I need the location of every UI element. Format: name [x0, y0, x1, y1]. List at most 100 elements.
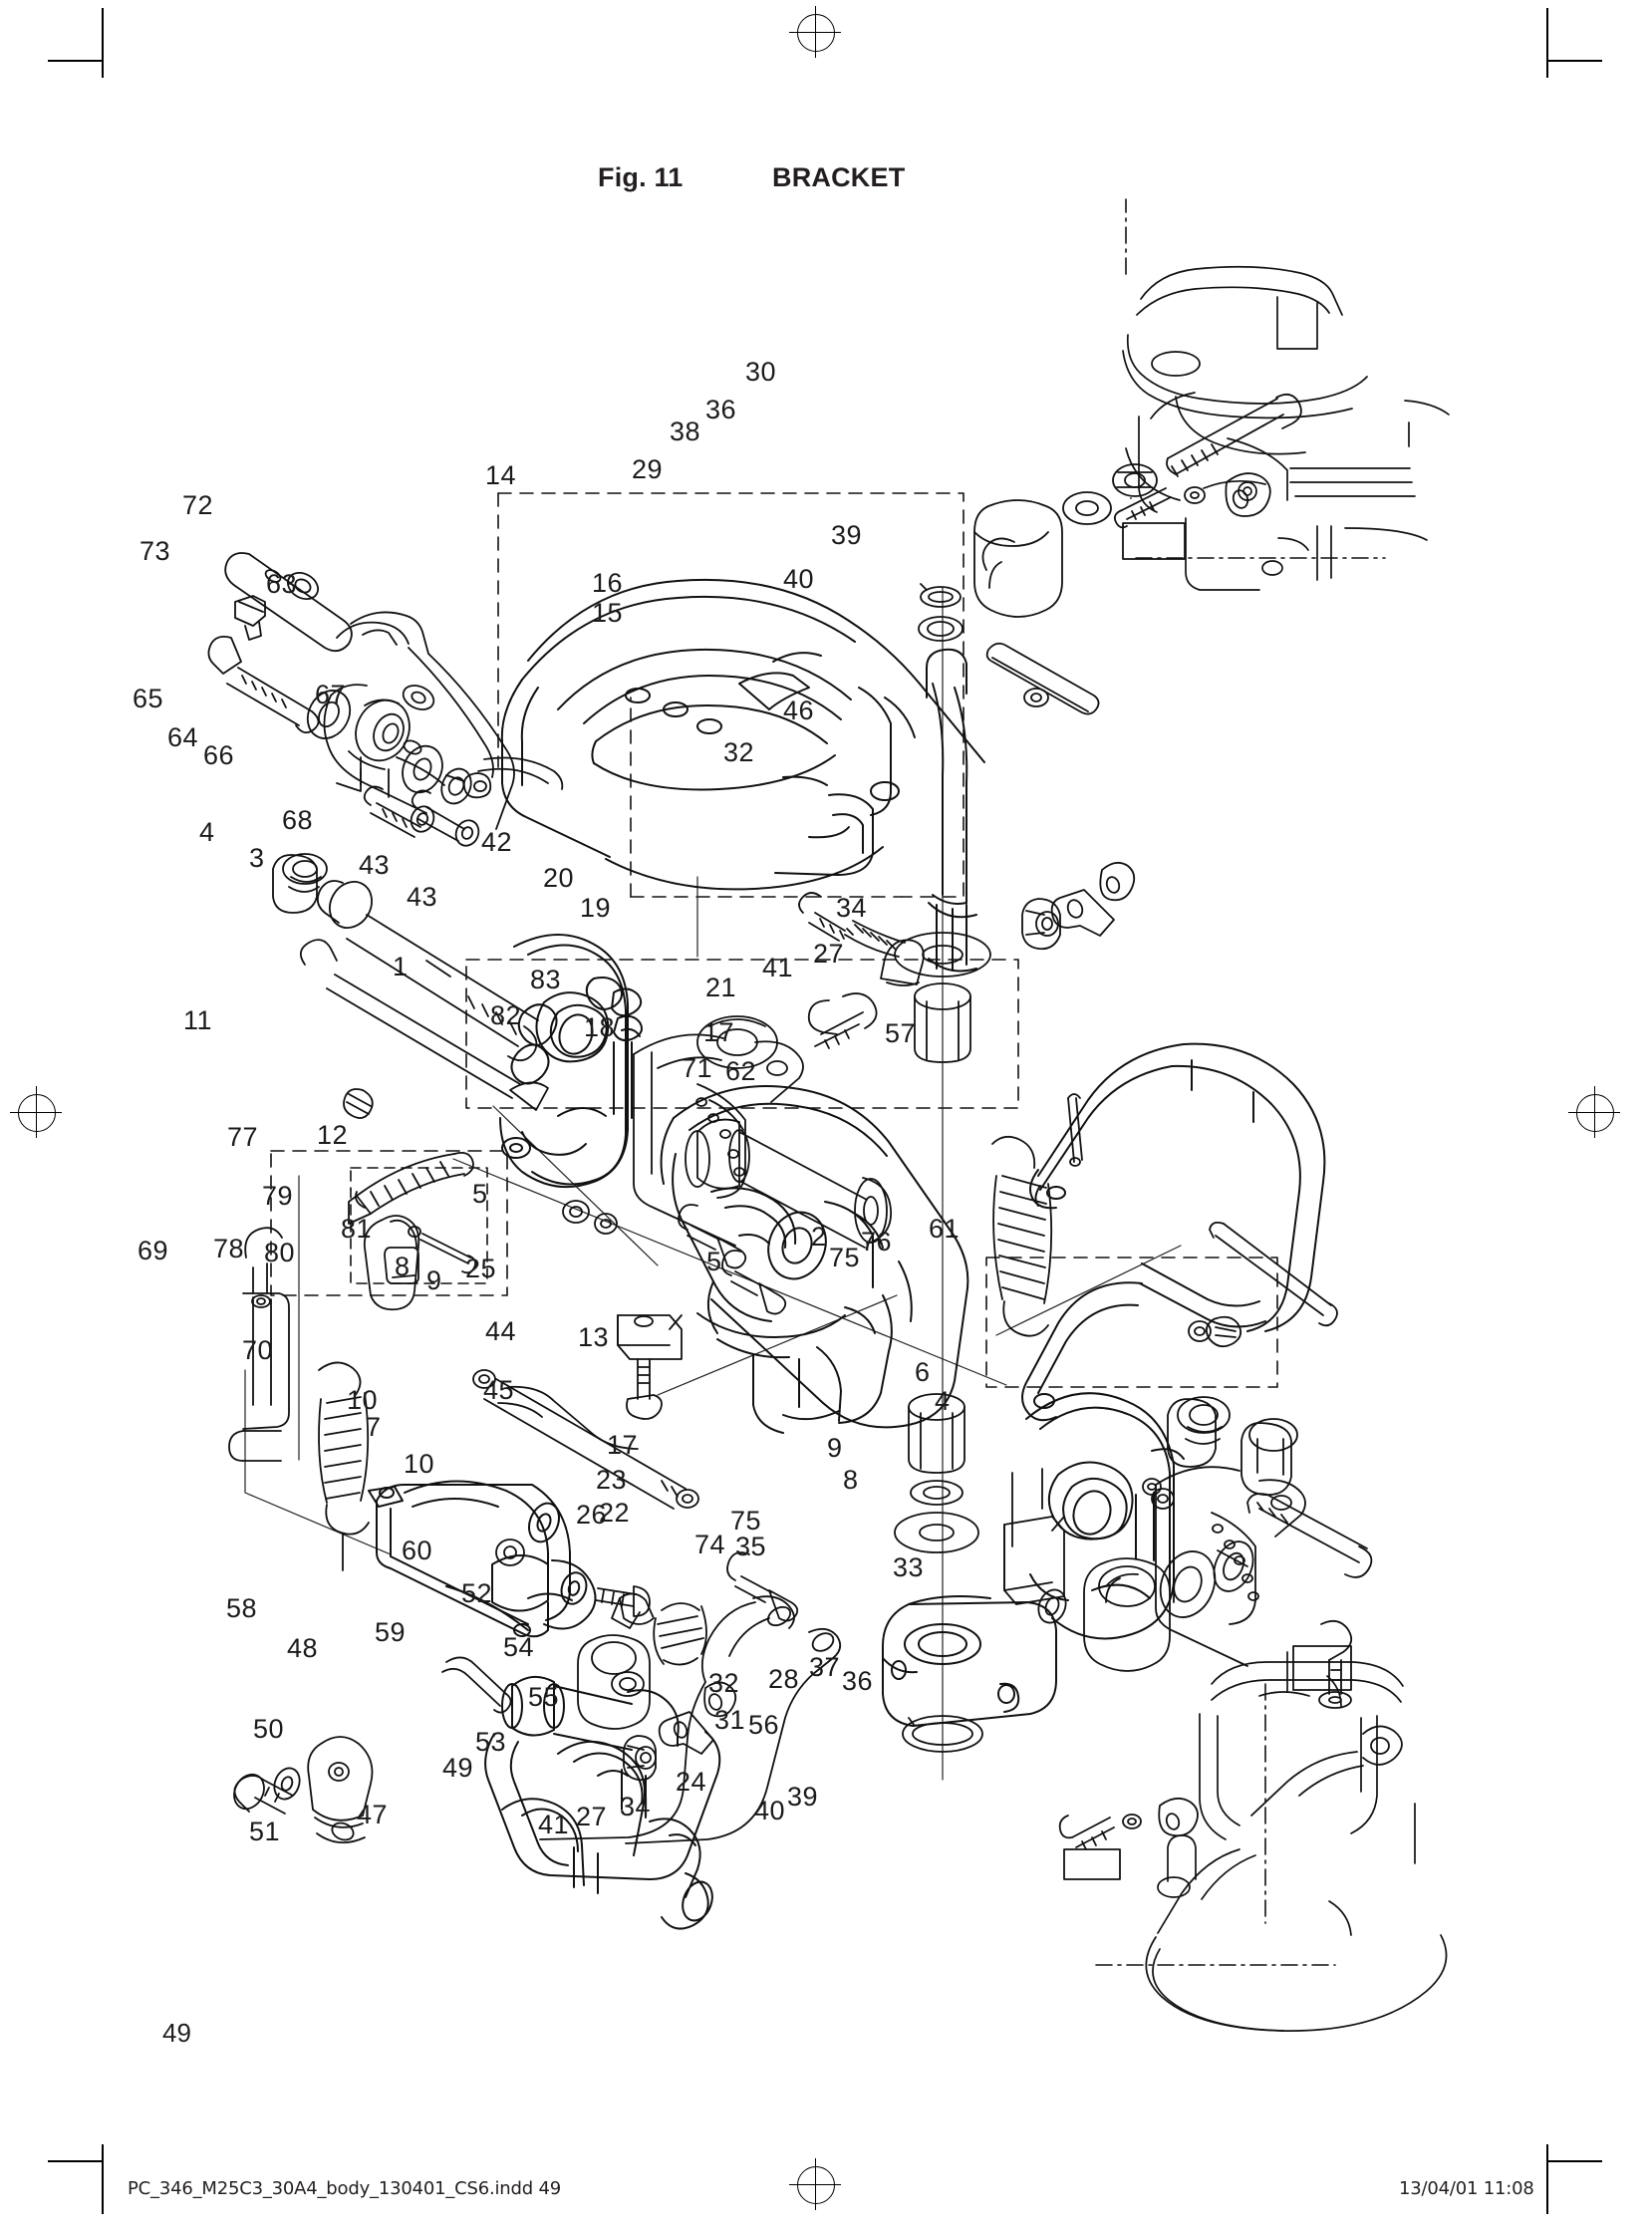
washer-43a — [410, 805, 435, 833]
clamp-bracket-2 — [1025, 1392, 1185, 1640]
callout-16: 16 — [592, 568, 624, 598]
block-44 — [617, 1314, 683, 1360]
bolt-3 — [316, 880, 539, 1062]
callout-24: 24 — [676, 1767, 707, 1797]
callout-15: 15 — [592, 598, 624, 628]
callout-49: 49 — [442, 1753, 474, 1783]
pin-81 — [419, 1233, 477, 1274]
callout-26: 26 — [576, 1500, 608, 1530]
pin-62 — [1067, 1093, 1083, 1167]
callout-41: 41 — [538, 1810, 570, 1839]
callout-22: 22 — [599, 1498, 631, 1528]
washer-21 — [894, 932, 991, 978]
page-number: 49 — [162, 2018, 191, 2048]
washer-40b — [1184, 486, 1206, 504]
bushing-49 — [577, 1634, 651, 1730]
nut-4-left — [272, 853, 328, 914]
washer-22 — [894, 1512, 979, 1553]
callout-75: 75 — [730, 1506, 762, 1536]
registration-mark-top — [789, 6, 841, 58]
callout-34: 34 — [620, 1792, 652, 1821]
link-72 — [224, 552, 353, 653]
plate-39 — [1225, 472, 1271, 517]
rod-61 — [1209, 1221, 1338, 1327]
rubber-mount-29 — [973, 499, 1063, 618]
callout-19: 19 — [580, 893, 612, 923]
callout-25: 25 — [465, 1254, 497, 1283]
callout-43: 43 — [359, 850, 391, 880]
callout-36: 36 — [705, 395, 737, 424]
callout-7: 7 — [366, 1412, 382, 1442]
callout-43: 43 — [407, 882, 438, 912]
block-35 — [1003, 1516, 1065, 1605]
washer-40-lower — [1122, 1814, 1142, 1829]
rod-46 — [985, 642, 1100, 715]
callout-61: 61 — [929, 1214, 961, 1244]
callout-30: 30 — [745, 357, 777, 387]
callout-66: 66 — [203, 740, 235, 770]
crop-mark-bottom-left — [48, 2144, 104, 2214]
group-box-78 — [350, 1167, 488, 1284]
rod-7 — [483, 1378, 687, 1510]
cable-54-55 — [539, 1595, 842, 1844]
cowl-fragment-top-right — [1122, 265, 1450, 591]
callout-70: 70 — [242, 1335, 274, 1365]
callout-68: 68 — [282, 805, 314, 835]
callout-72: 72 — [182, 490, 214, 520]
clip-53 — [611, 1592, 655, 1629]
callout-9: 9 — [827, 1433, 843, 1463]
key-18 — [880, 939, 925, 986]
callout-53: 53 — [475, 1727, 507, 1757]
bolt-30 — [1166, 393, 1302, 477]
frame-58 — [368, 1480, 597, 1638]
callout-75: 75 — [829, 1243, 861, 1272]
callout-40: 40 — [754, 1796, 786, 1825]
housing-31 — [882, 1595, 1057, 1727]
callout-2: 2 — [811, 1222, 827, 1252]
group-box-82-83 — [465, 959, 1019, 1109]
nut-9-right-b — [1142, 1478, 1162, 1496]
figure-title: BRACKET — [772, 162, 906, 192]
callout-17: 17 — [703, 1017, 735, 1047]
spring-52 — [653, 1602, 707, 1666]
callout-65: 65 — [133, 684, 164, 713]
callout-33: 33 — [893, 1552, 925, 1582]
callout-39: 39 — [831, 520, 863, 550]
callout-29: 29 — [632, 454, 664, 484]
bolt-33 — [1246, 1493, 1373, 1578]
callout-1: 1 — [393, 952, 409, 981]
callout-31: 31 — [714, 1705, 746, 1735]
nut-41-top — [1021, 898, 1061, 951]
washer-37 — [1159, 1550, 1217, 1618]
nut-8a — [562, 1200, 590, 1224]
nut-36-top — [1112, 463, 1158, 497]
callout-18: 18 — [584, 1012, 616, 1042]
washer-51 — [273, 1767, 301, 1801]
plate-27-bottom — [658, 1711, 714, 1755]
bolt-20 — [798, 892, 846, 942]
bolt-43b — [411, 789, 465, 842]
flange-plate-5a — [633, 1033, 804, 1247]
crop-mark-top-left — [48, 8, 104, 78]
callout-32: 32 — [723, 737, 755, 767]
bolt-65 — [207, 635, 320, 734]
tag-40-lower — [1063, 1848, 1121, 1880]
callout-45: 45 — [483, 1375, 515, 1405]
crop-mark-top-right — [1546, 8, 1602, 78]
callout-54: 54 — [503, 1632, 535, 1662]
bolt-56 — [1292, 1619, 1353, 1709]
callout-62: 62 — [725, 1056, 757, 1086]
callout-77: 77 — [227, 1122, 259, 1152]
callout-76: 76 — [861, 1227, 893, 1257]
callout-13: 13 — [578, 1322, 610, 1352]
callout-27: 27 — [576, 1802, 608, 1831]
callout-10: 10 — [404, 1449, 435, 1479]
grease-nipple-25b — [721, 1250, 787, 1315]
callout-5: 5 — [472, 1179, 488, 1209]
callout-80: 80 — [264, 1238, 296, 1267]
bracket-47 — [484, 1675, 721, 1930]
callout-71: 71 — [682, 1053, 713, 1083]
plate-34-top — [1099, 861, 1136, 902]
